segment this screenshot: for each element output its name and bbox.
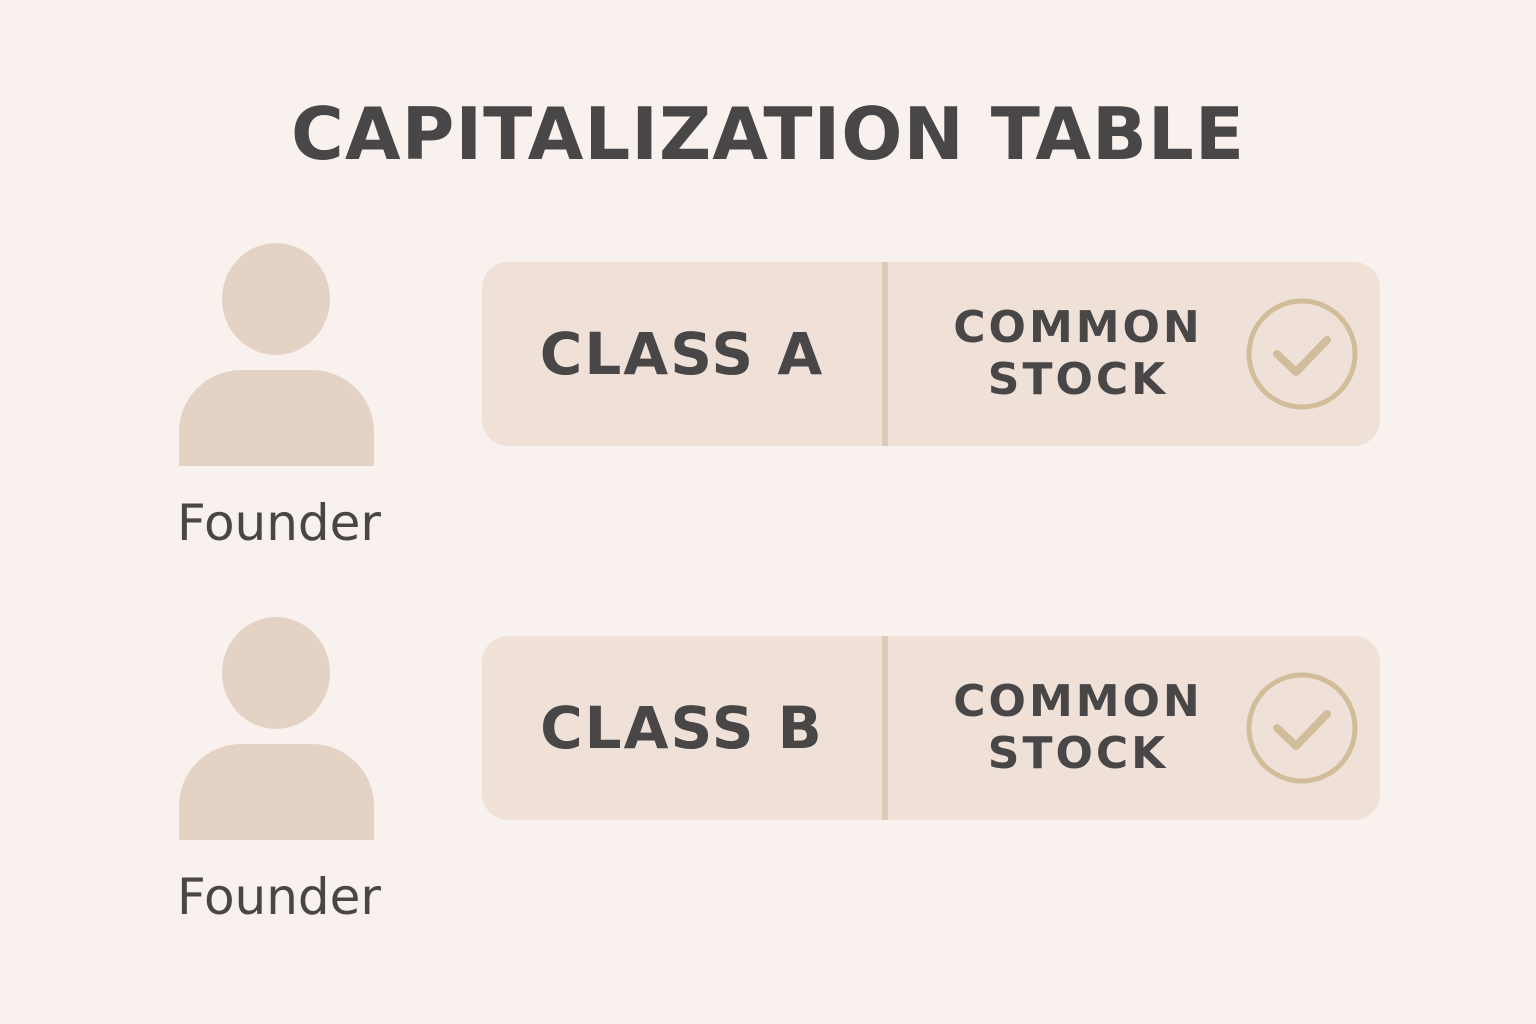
check-circle-icon xyxy=(1246,672,1358,784)
share-class-label: CLASS B xyxy=(540,694,824,762)
person-body-shape xyxy=(179,744,374,840)
stock-type-line1: COMMON xyxy=(953,676,1203,727)
card-divider xyxy=(882,262,888,446)
stock-type-line2: STOCK xyxy=(987,354,1169,405)
share-class-label: CLASS A xyxy=(539,320,825,388)
cap-table-row: Founder CLASS B COMMON STOCK xyxy=(0,614,1536,934)
stock-type-line2: STOCK xyxy=(987,728,1169,779)
person-icon xyxy=(222,617,330,729)
founder-person: Founder xyxy=(176,240,382,552)
stock-type: COMMON STOCK xyxy=(888,262,1268,446)
person-label: Founder xyxy=(176,494,381,552)
share-class-card: CLASS B COMMON STOCK xyxy=(482,636,1380,820)
share-class-card: CLASS A COMMON STOCK xyxy=(482,262,1380,446)
stock-type: COMMON STOCK xyxy=(888,636,1268,820)
stock-type-line1: COMMON xyxy=(953,302,1203,353)
founder-person: Founder xyxy=(176,614,382,926)
person-icon xyxy=(222,243,330,355)
card-divider xyxy=(882,636,888,820)
page-title: CAPITALIZATION TABLE xyxy=(291,92,1245,176)
person-label: Founder xyxy=(176,868,381,926)
cap-table-row: Founder CLASS A COMMON STOCK xyxy=(0,240,1536,560)
check-circle-icon xyxy=(1246,298,1358,410)
person-body-shape xyxy=(179,370,374,466)
